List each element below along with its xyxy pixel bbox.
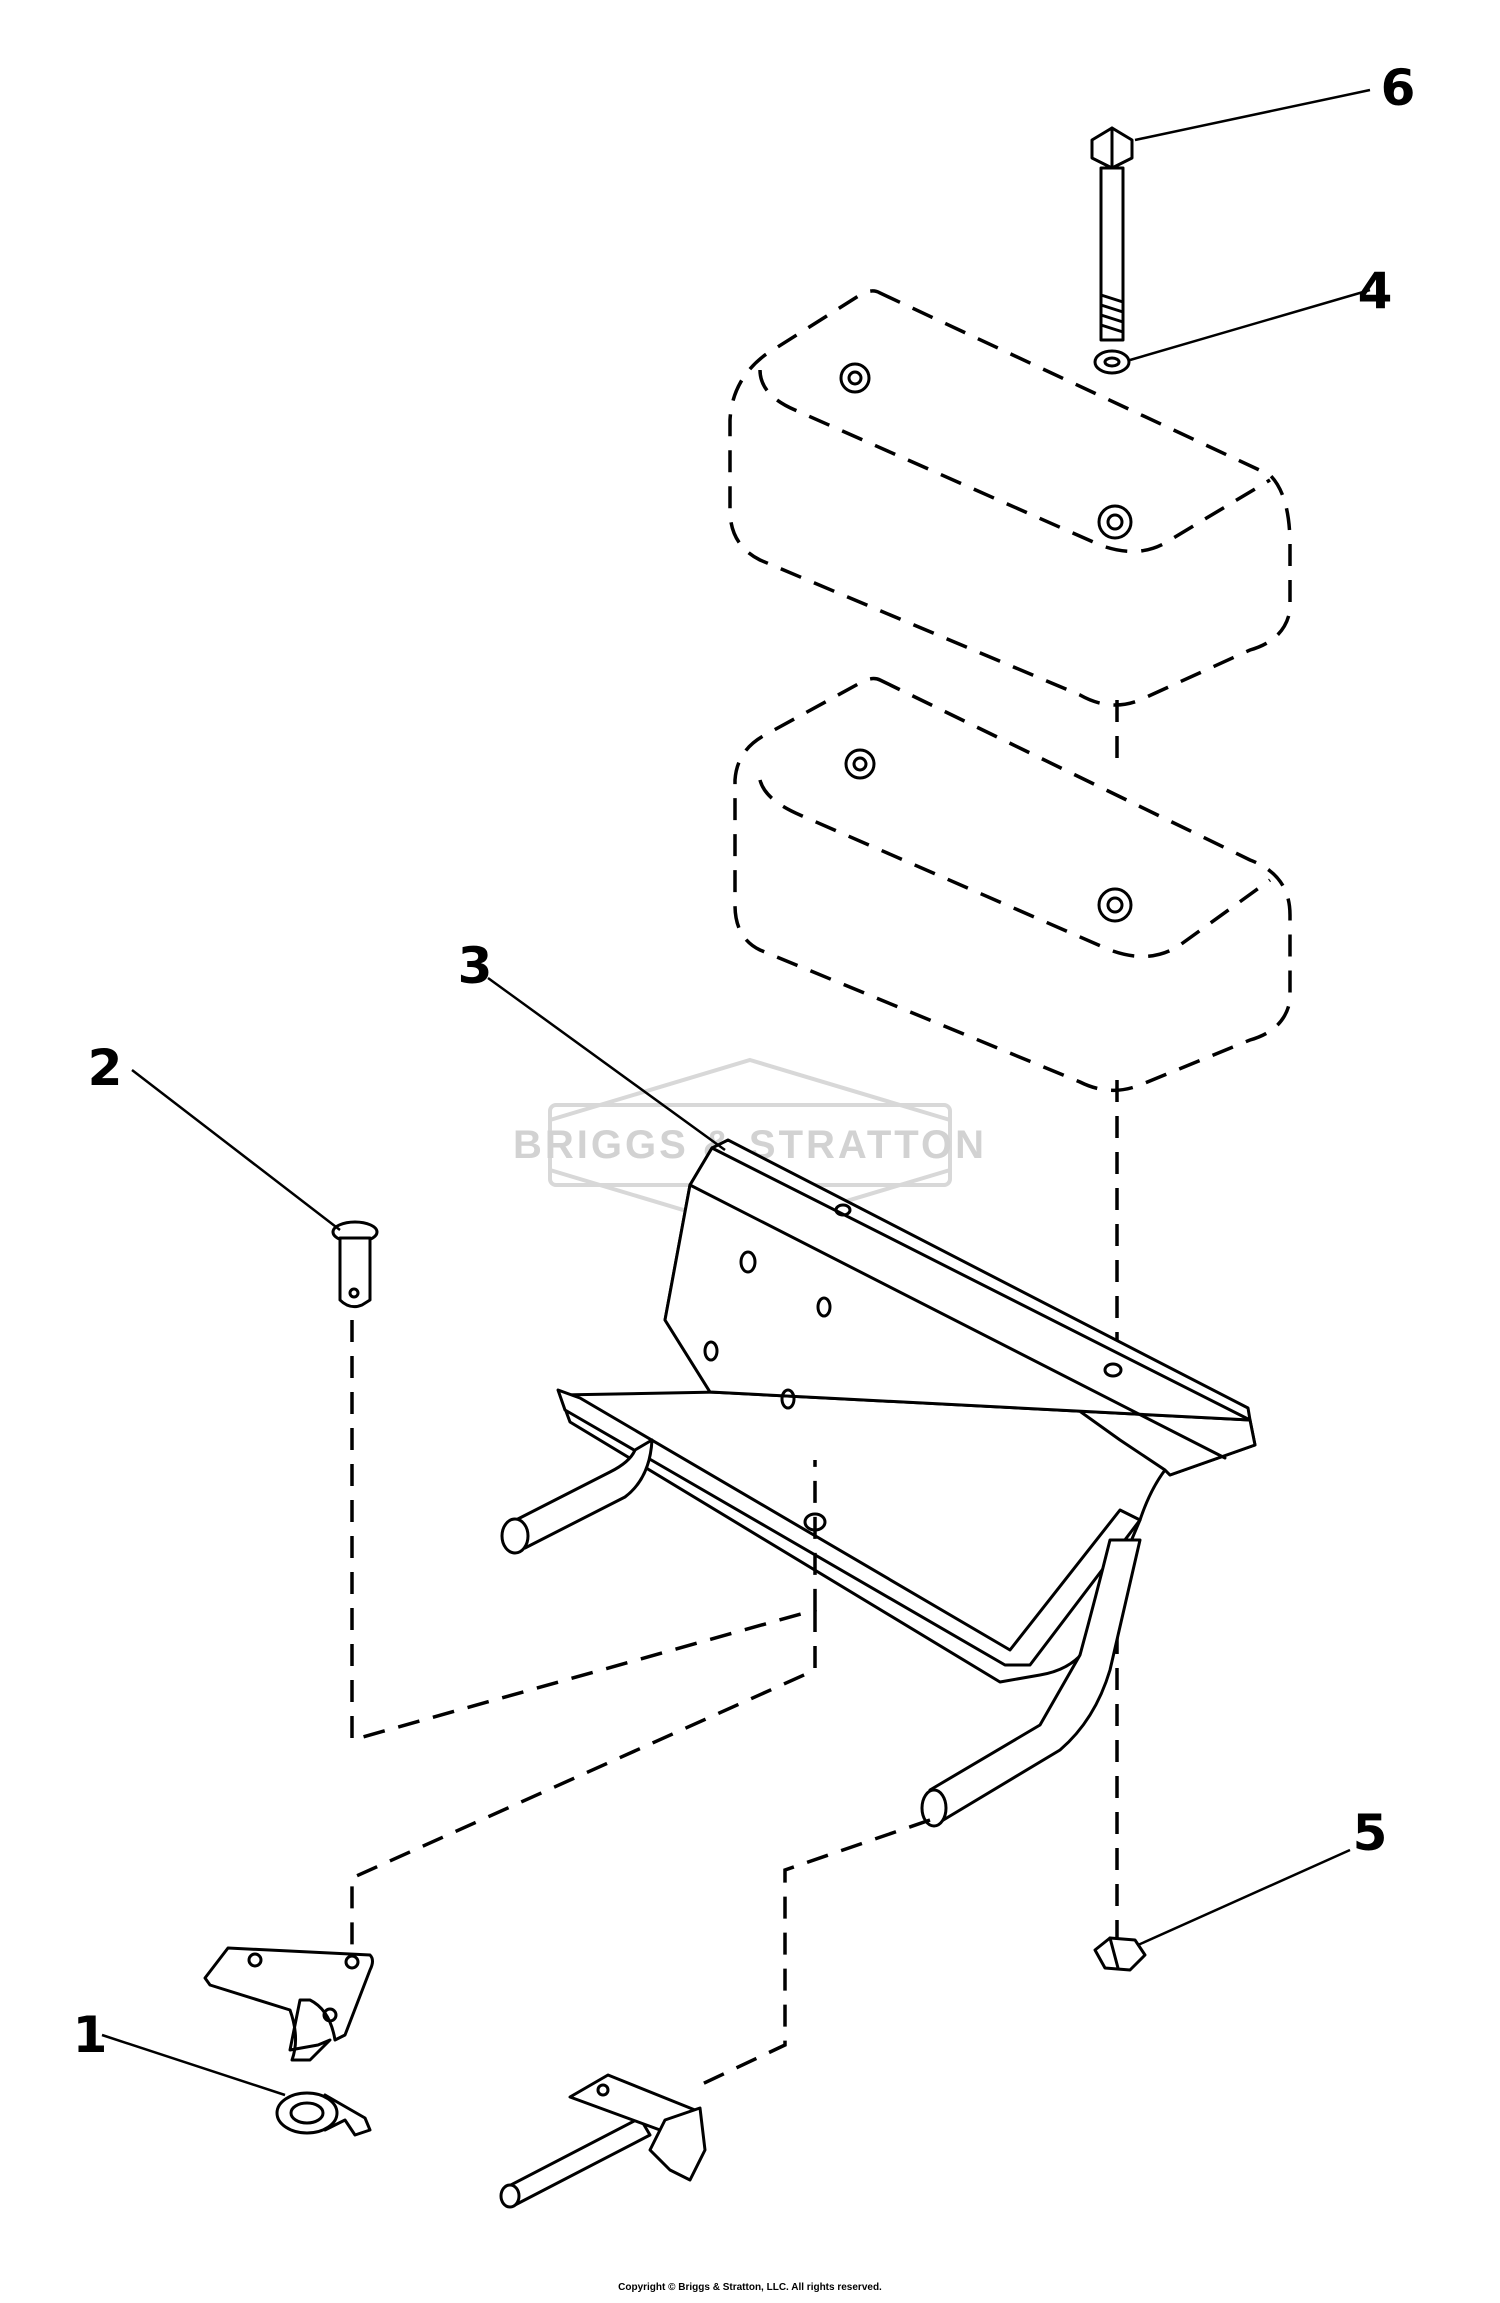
weight-bracket-part [500, 1138, 1257, 1828]
pin-alignment-line [350, 1320, 817, 1743]
callout-5: 5 [1353, 1804, 1388, 1862]
clevis-pin-part [331, 1220, 379, 1309]
callout-3-leader [487, 976, 726, 1152]
callout-2: 2 [88, 1039, 123, 1097]
callout-4: 4 [1358, 262, 1393, 320]
callout-1-leader [101, 2033, 286, 2097]
callout-2-leader [131, 1069, 341, 1231]
washer-part [1093, 349, 1131, 375]
callout-3: 3 [458, 937, 493, 995]
hair-pin-clip-part [275, 2091, 372, 2137]
copyright-text: Copyright © Briggs & Stratton, LLC. All … [618, 2282, 882, 2293]
hitch-plate-part [203, 1946, 374, 2062]
callout-4-leader [1129, 288, 1371, 362]
hex-bolt-part [1090, 126, 1134, 342]
callout-1: 1 [73, 2006, 108, 2064]
upper-weight-part [728, 289, 1292, 707]
callout-6-leader [1134, 88, 1371, 142]
hitch-alignment-line [350, 1610, 817, 1975]
callout-5-leader [1137, 1848, 1351, 1947]
callout-6: 6 [1381, 59, 1416, 117]
lower-pin-alignment-line [699, 1818, 931, 2087]
lower-latch-pin-part [499, 2073, 707, 2209]
lower-weight-part [733, 676, 1292, 1092]
hex-nut-part [1093, 1936, 1147, 1972]
